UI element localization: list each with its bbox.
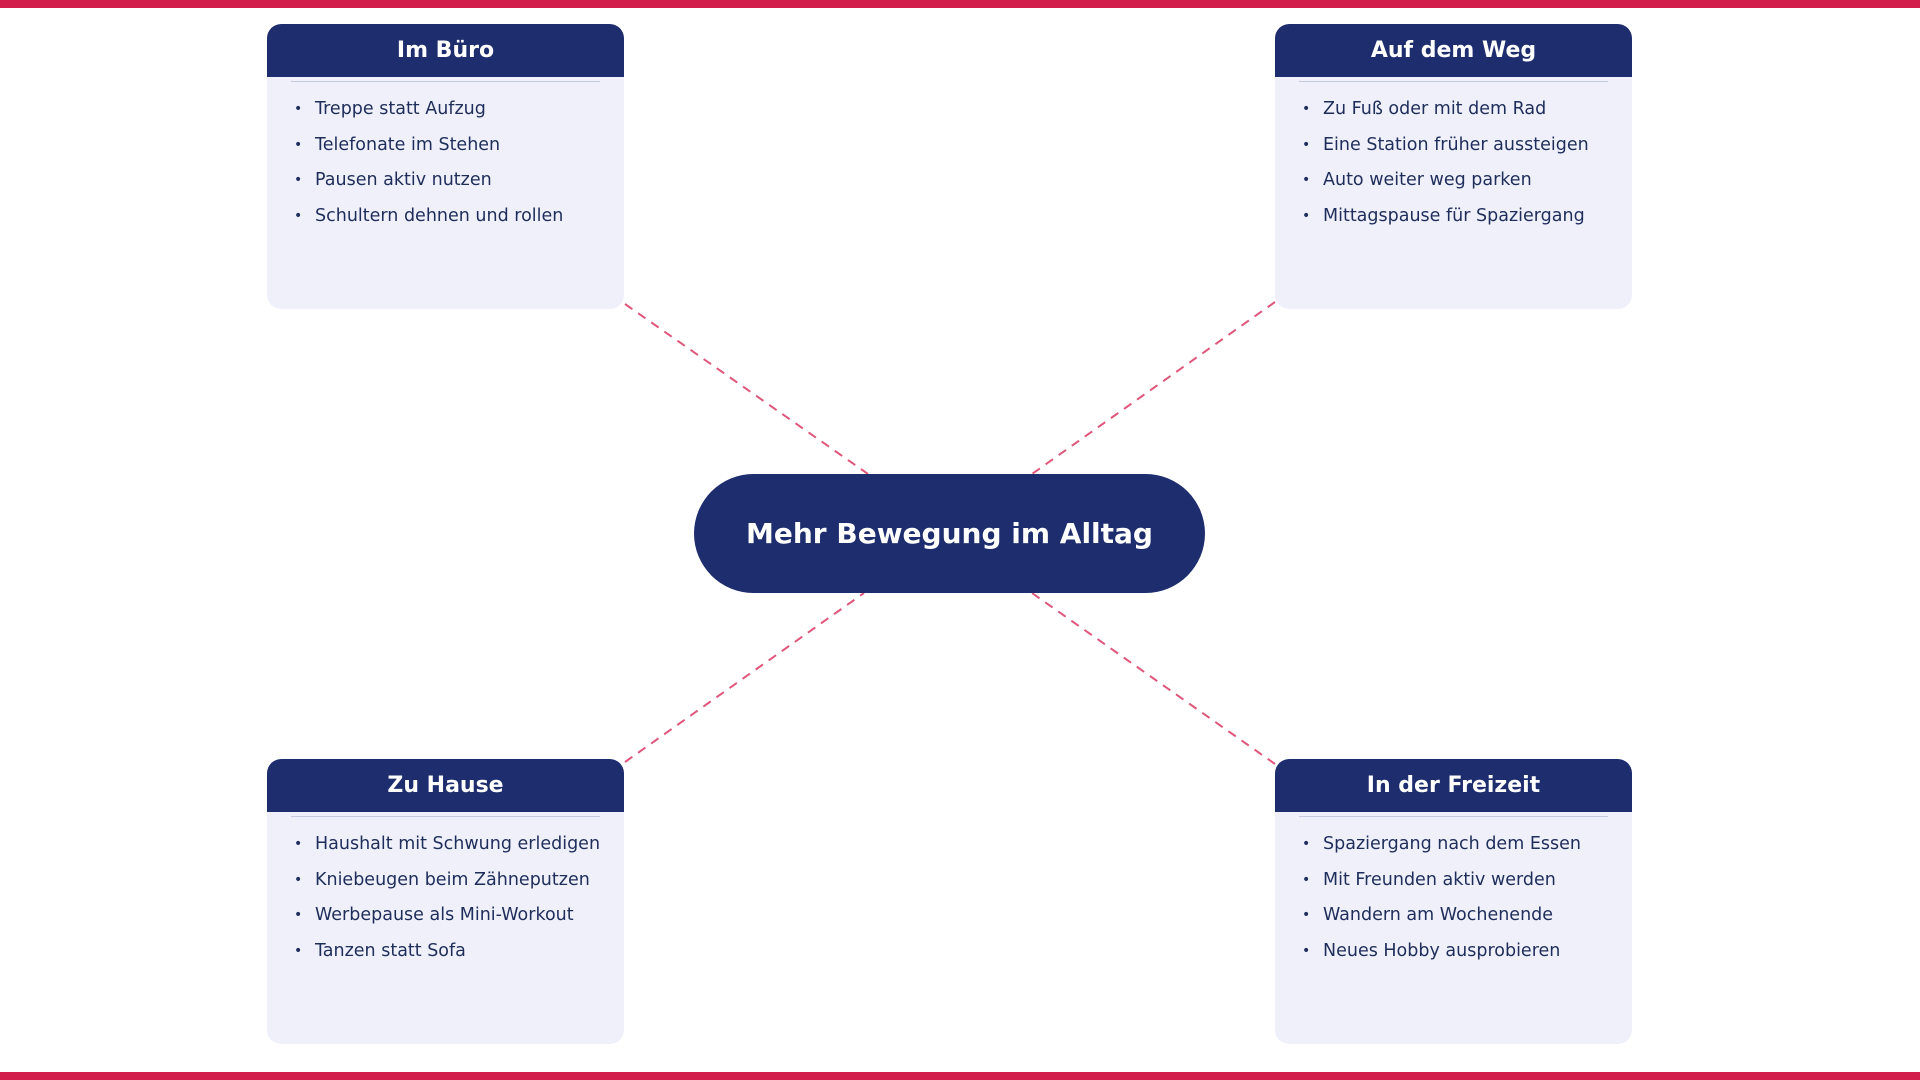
connector-hause <box>624 592 865 763</box>
bullet-icon: • <box>1302 172 1311 188</box>
list-item: • Treppe statt Aufzug <box>267 92 624 128</box>
list-item-text: Pausen aktiv nutzen <box>315 170 492 190</box>
card-list: • Treppe statt Aufzug • Telefonate im Steh… <box>267 82 624 234</box>
bullet-icon: • <box>294 136 303 153</box>
list-item: • Mittagspause für Spaziergang <box>1275 199 1632 235</box>
bullet-icon: • <box>1302 907 1311 923</box>
list-item-text: Tanzen statt Sofa <box>315 940 466 961</box>
list-item: • Pausen aktiv nutzen <box>267 163 624 199</box>
list-item-text: Mittagspause für Spaziergang <box>1323 205 1585 226</box>
card-divider <box>291 816 600 817</box>
list-item: • Haushalt mit Schwung erledigen <box>267 827 624 863</box>
card-title: In der Freizeit <box>1275 759 1632 812</box>
bullet-icon: • <box>1302 207 1311 224</box>
list-item-text: Mit Freunden aktiv werden <box>1323 869 1556 890</box>
bullet-icon: • <box>1302 101 1311 117</box>
card-title: Auf dem Weg <box>1275 24 1632 77</box>
connector-freizeit <box>1031 592 1276 765</box>
list-item: • Tanzen statt Sofa <box>267 934 624 970</box>
card-in-der-freizeit: In der Freizeit • Spaziergang nach dem Es… <box>1275 759 1632 1044</box>
bottom-accent-bar <box>0 1072 1920 1080</box>
connector-weg <box>1031 301 1276 475</box>
bullet-icon: • <box>294 207 303 224</box>
list-item-text: Kniebeugen beim Zähneputzen <box>315 869 590 890</box>
bullet-icon: • <box>294 101 303 117</box>
list-item-text: Haushalt mit Schwung erledigen <box>315 834 601 854</box>
list-item-text: Neues Hobby ausprobieren <box>1323 940 1561 961</box>
list-item-text: Auto weiter weg parken <box>1323 170 1532 190</box>
card-title: Im Büro <box>267 24 624 77</box>
list-item: • Wandern am Wochenende <box>1275 898 1632 934</box>
bullet-icon: • <box>1302 942 1311 959</box>
list-item-text: Treppe statt Aufzug <box>315 99 486 119</box>
bullet-icon: • <box>1302 871 1311 888</box>
card-divider <box>1299 816 1608 817</box>
bullet-icon: • <box>294 942 303 959</box>
list-item-text: Telefonate im Stehen <box>315 134 501 155</box>
bullet-icon: • <box>294 172 303 188</box>
card-divider <box>291 81 600 82</box>
list-item: • Schultern dehnen und rollen <box>267 199 624 235</box>
card-title: Zu Hause <box>267 759 624 812</box>
card-im-buero: Im Büro • Treppe statt Aufzug • Telefonate… <box>267 24 624 309</box>
list-item: • Werbepause als Mini-Workout <box>267 898 624 934</box>
central-topic: Mehr Bewegung im Alltag <box>694 474 1205 593</box>
list-item: • Neues Hobby ausprobieren <box>1275 934 1632 970</box>
list-item: • Kniebeugen beim Zähneputzen <box>267 863 624 899</box>
card-list: • Haushalt mit Schwung erledigen • Kniebeu… <box>267 817 624 969</box>
card-list: • Spaziergang nach dem Essen • Mit Freunde… <box>1275 817 1632 969</box>
list-item-text: Schultern dehnen und rollen <box>315 205 564 226</box>
list-item-text: Eine Station früher aussteigen <box>1323 134 1589 155</box>
card-divider <box>1299 81 1608 82</box>
list-item: • Spaziergang nach dem Essen <box>1275 827 1632 863</box>
top-accent-bar <box>0 0 1920 8</box>
list-item-text: Spaziergang nach dem Essen <box>1323 834 1581 854</box>
bullet-icon: • <box>294 907 303 923</box>
list-item: • Telefonate im Stehen <box>267 128 624 164</box>
bullet-icon: • <box>294 836 303 852</box>
list-item-text: Wandern am Wochenende <box>1323 905 1554 925</box>
bullet-icon: • <box>294 871 303 888</box>
list-item: • Zu Fuß oder mit dem Rad <box>1275 92 1632 128</box>
list-item: • Eine Station früher aussteigen <box>1275 128 1632 164</box>
card-auf-dem-weg: Auf dem Weg • Zu Fuß oder mit dem Rad • Ei… <box>1275 24 1632 309</box>
bullet-icon: • <box>1302 136 1311 153</box>
list-item-text: Werbepause als Mini-Workout <box>315 905 574 925</box>
list-item: • Mit Freunden aktiv werden <box>1275 863 1632 899</box>
list-item: • Auto weiter weg parken <box>1275 163 1632 199</box>
list-item-text: Zu Fuß oder mit dem Rad <box>1323 99 1547 119</box>
card-zu-hause: Zu Hause • Haushalt mit Schwung erledigen… <box>267 759 624 1044</box>
card-list: • Zu Fuß oder mit dem Rad • Eine Station f… <box>1275 82 1632 234</box>
bullet-icon: • <box>1302 836 1311 852</box>
connector-buero <box>624 303 869 475</box>
